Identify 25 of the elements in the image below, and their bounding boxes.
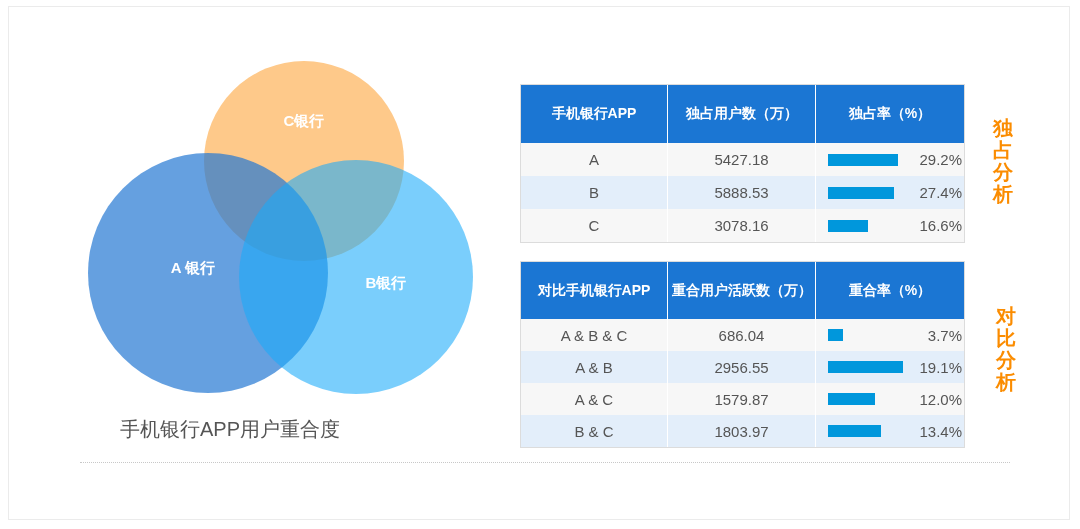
table-cell: 1803.97: [668, 415, 816, 447]
percentage-value: 12.0%: [919, 390, 962, 408]
percentage-value: 29.2%: [919, 151, 962, 168]
chart-caption: 手机银行APP用户重合度: [119, 417, 341, 442]
table-cell: 2956.55: [668, 351, 816, 383]
percentage-value: 13.4%: [919, 422, 962, 440]
section-label: 独占分析: [993, 117, 1013, 205]
column-header: 重合率（%）: [816, 262, 964, 319]
column-header: 重合用户活跃数（万）: [668, 262, 816, 319]
circle-label: C银行: [283, 111, 325, 131]
circle-label: A 银行: [170, 258, 216, 278]
percentage-value: 3.7%: [927, 326, 962, 344]
section-label: 对比分析: [996, 305, 1016, 393]
table-cell: A & B: [521, 351, 668, 383]
table-cell: B & C: [521, 415, 668, 447]
table-cell: B: [521, 176, 668, 209]
percentage-value: 19.1%: [919, 358, 962, 376]
table-cell: 5888.53: [668, 176, 816, 209]
circle-label: B银行: [365, 273, 407, 293]
percentage-value: 16.6%: [919, 217, 962, 234]
column-header: 手机银行APP: [521, 85, 668, 143]
column-header: 独占率（%）: [816, 85, 964, 143]
column-header: 独占用户数（万）: [668, 85, 816, 143]
column-header: 对比手机银行APP: [521, 262, 668, 319]
percentage-value: 27.4%: [919, 184, 962, 201]
